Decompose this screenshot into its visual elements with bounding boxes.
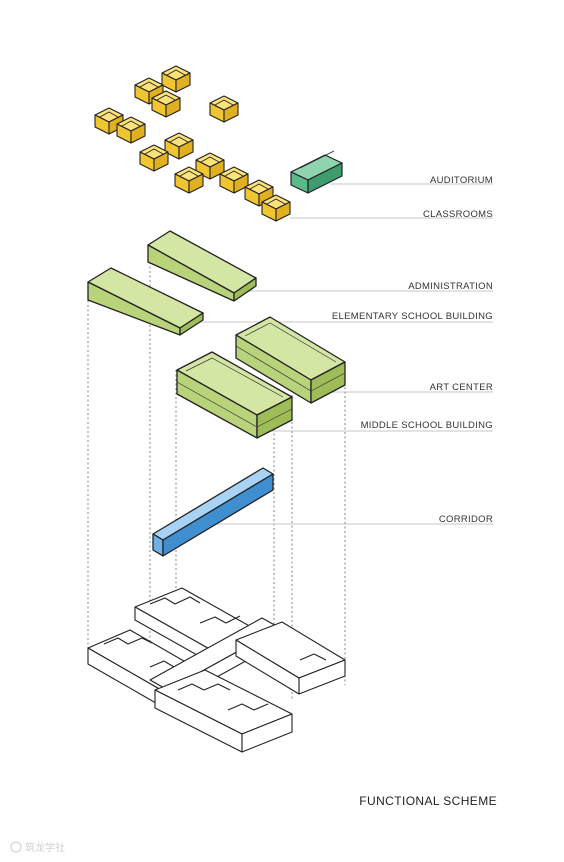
art-center-block <box>235 316 346 404</box>
corridor-block <box>152 467 274 557</box>
label-corridor: CORRIDOR <box>439 514 493 525</box>
leader-lines <box>170 183 493 525</box>
administration-block <box>147 230 257 302</box>
diagram-title: FUNCTIONAL SCHEME <box>359 794 497 808</box>
elementary-school-block <box>87 267 204 336</box>
label-elementary-school: ELEMENTARY SCHOOL BUILDING <box>332 311 493 322</box>
label-administration: ADMINISTRATION <box>408 281 493 292</box>
label-classrooms: CLASSROOMS <box>423 209 493 220</box>
label-auditorium: AUDITORIUM <box>430 175 493 186</box>
middle-school-block <box>176 351 293 439</box>
auditorium-block <box>290 150 343 194</box>
watermark-text: 筑龙学社 <box>25 841 65 854</box>
label-art-center: ART CENTER <box>430 382 493 393</box>
classroom-houses <box>94 65 291 222</box>
base-plan <box>87 587 346 753</box>
watermark: 筑龙学社 <box>10 841 65 854</box>
label-middle-school: MIDDLE SCHOOL BUILDING <box>361 420 493 431</box>
labels: AUDITORIUM CLASSROOMS ADMINISTRATION ELE… <box>332 175 497 808</box>
